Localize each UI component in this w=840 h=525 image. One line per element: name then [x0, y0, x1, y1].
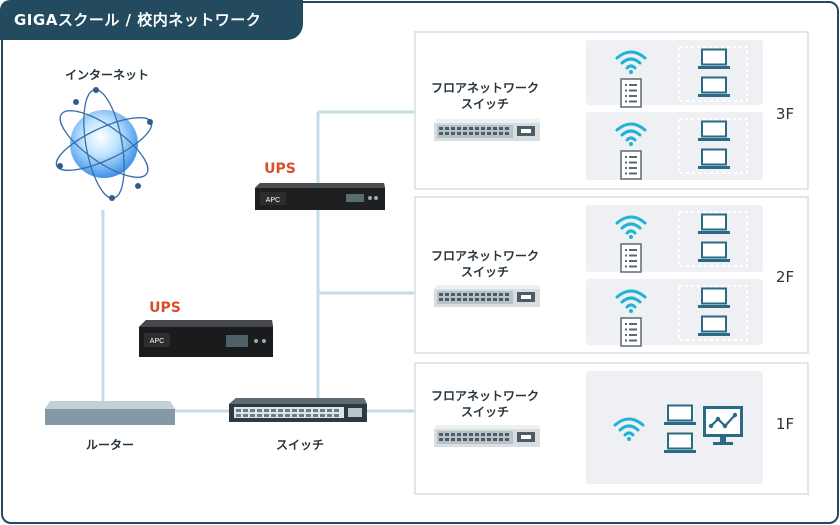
wifi-icon: [615, 289, 647, 313]
laptop-icon: [698, 315, 730, 336]
ups-label-lower: UPS: [149, 300, 181, 316]
server-icon: [620, 317, 642, 347]
ups-brand-lower: APC: [150, 338, 164, 345]
ups-brand-upper: APC: [266, 197, 280, 204]
floor-switch-1f: [434, 425, 540, 447]
page-title: GIGAスクール / 校内ネットワーク: [0, 0, 303, 40]
ups-device-upper: APC: [255, 183, 385, 210]
ups-label-upper: UPS: [264, 161, 296, 177]
floor-label-1f: 1F: [775, 415, 795, 433]
core-switch-label: スイッチ: [275, 438, 324, 452]
floor-switch-2f: [434, 285, 540, 307]
globe-icon: [55, 87, 153, 201]
ap-area-2f-2: [586, 279, 763, 345]
floor-label-3f: 3F: [775, 105, 795, 123]
server-icon: [620, 150, 642, 180]
internet-label: インターネット: [64, 68, 149, 82]
monitor-chart-icon: [703, 406, 743, 445]
floor-switch-3f: [434, 119, 540, 141]
device-group-outline: [678, 285, 748, 341]
wifi-icon: [615, 215, 647, 239]
wifi-icon: [615, 122, 647, 146]
floor-label-2f: 2F: [775, 268, 795, 286]
server-icon: [620, 243, 642, 273]
floor-switch-label-1f-line2: スイッチ: [460, 405, 509, 419]
laptop-icon: [698, 48, 730, 69]
floor-switch-label-1f-line1: フロアネットワーク: [430, 389, 539, 403]
core-switch-device: [229, 398, 367, 422]
floor-switch-label-2f-line2: スイッチ: [460, 265, 509, 279]
ap-area-3f-1: [586, 40, 763, 105]
laptop-icon: [698, 213, 730, 234]
ups-device-lower: APC: [139, 320, 273, 357]
laptop-icon: [698, 76, 730, 97]
floor-switch-label-3f-line2: スイッチ: [460, 97, 509, 111]
router-device: [45, 401, 175, 425]
laptop-icon: [698, 120, 730, 141]
laptop-icon: [664, 432, 696, 453]
server-icon: [620, 78, 642, 108]
device-group-outline: [678, 118, 748, 174]
device-group-outline: [678, 211, 748, 267]
laptop-icon: [664, 404, 696, 425]
laptop-icon: [698, 241, 730, 262]
floor-switch-label-3f-line1: フロアネットワーク: [430, 81, 539, 95]
router-label: ルーター: [85, 438, 134, 452]
device-group-outline: [678, 46, 748, 102]
wifi-icon: [613, 417, 645, 441]
laptop-icon: [698, 287, 730, 308]
ap-area-3f-2: [586, 112, 763, 180]
ap-area-2f-1: [586, 205, 763, 272]
wifi-icon: [615, 50, 647, 74]
laptop-icon: [698, 148, 730, 169]
floor-switch-label-2f-line1: フロアネットワーク: [430, 249, 539, 263]
